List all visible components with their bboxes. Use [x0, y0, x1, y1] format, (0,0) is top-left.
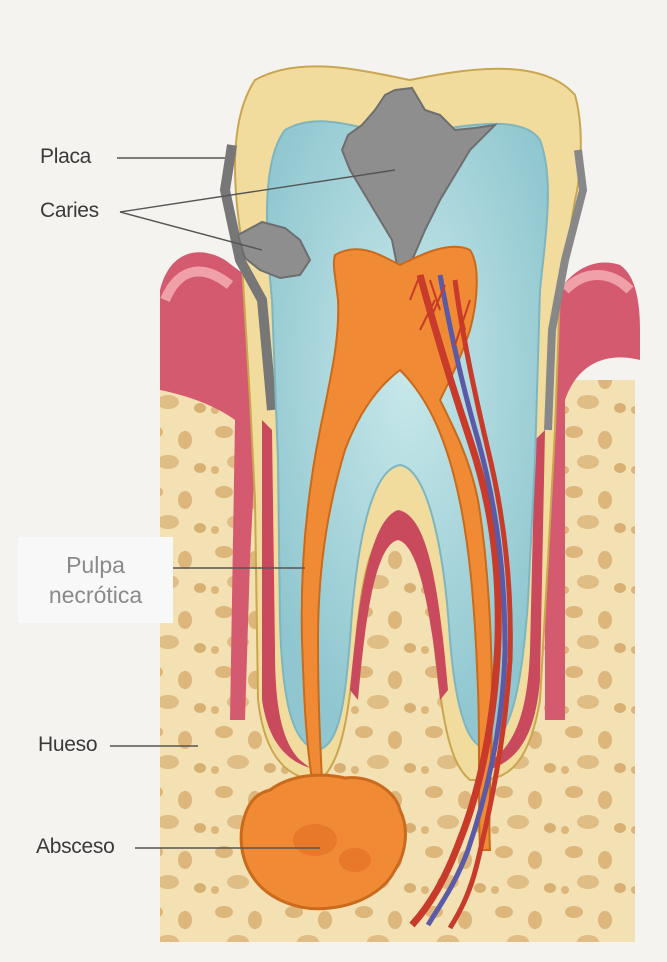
label-pulpa-necrotica: Pulpa necrótica [18, 537, 173, 623]
label-caries: Caries [40, 199, 99, 223]
label-placa: Placa [40, 145, 91, 169]
label-pulpa-line2: necrótica [49, 580, 142, 610]
abscess-spot [339, 848, 371, 872]
abscess-spot [293, 824, 337, 856]
label-hueso: Hueso [38, 733, 97, 757]
label-absceso: Absceso [36, 835, 114, 859]
bone-base [160, 880, 635, 942]
label-pulpa-line1: Pulpa [66, 550, 125, 580]
